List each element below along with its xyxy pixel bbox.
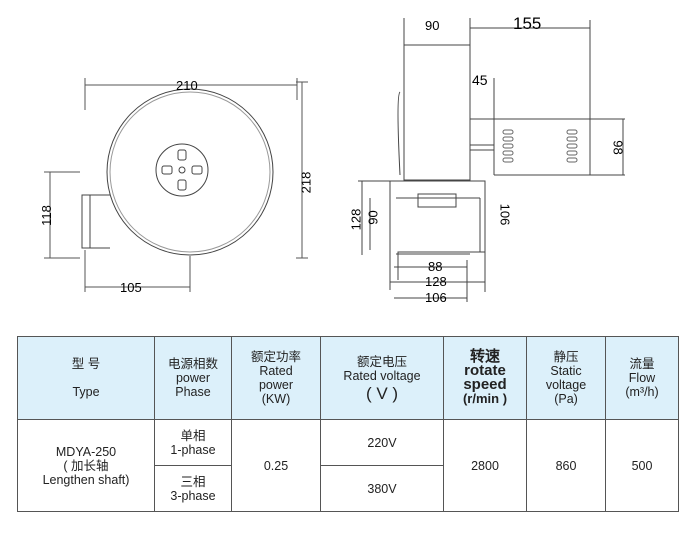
header-cn: 额定电压 xyxy=(356,355,407,369)
header-cn: 转速 xyxy=(469,348,500,365)
phase-cn: 三相 xyxy=(180,474,206,489)
phase-en: 1-phase xyxy=(170,442,216,457)
header-cn: 电源相数 xyxy=(167,357,218,371)
technical-drawing xyxy=(44,18,625,302)
header-unit: (Pa) xyxy=(554,392,578,406)
cell-power: 0.25 xyxy=(231,419,321,512)
model-note-cn: ( 加长轴 xyxy=(63,458,109,473)
header-en: rotate xyxy=(464,362,506,379)
cell-voltage-220: 220V xyxy=(320,419,444,466)
header-en: Type xyxy=(72,385,100,399)
dim-height: 218 xyxy=(298,171,314,194)
dim-motor-length: 155 xyxy=(513,14,542,33)
model-note-en: Lengthen shaft) xyxy=(42,472,130,487)
cell-static: 860 xyxy=(526,419,606,512)
cell-voltage-380: 380V xyxy=(320,465,444,512)
phase-cn: 单相 xyxy=(180,428,206,443)
dim-motor-height: 98 xyxy=(610,140,626,155)
header-type: 型 号 Type xyxy=(17,336,155,420)
header-cn: 流量 xyxy=(629,357,655,371)
hub-icon xyxy=(155,143,209,197)
dim-outlet-offset: 105 xyxy=(120,280,142,295)
cell-flow: 500 xyxy=(605,419,679,512)
front-view xyxy=(44,78,308,292)
phase-en: 3-phase xyxy=(170,488,216,503)
dim-base-h-outer: 128 xyxy=(348,208,364,231)
header-en: Phase xyxy=(175,385,211,399)
dim-shaft: 45 xyxy=(472,72,488,88)
model-name: MDYA-250 xyxy=(55,444,117,459)
dim-base-h-mid: 106 xyxy=(497,203,513,226)
cell-speed: 2800 xyxy=(443,419,527,512)
header-en: Rated voltage xyxy=(343,369,421,383)
dim-base-h-inner: 90 xyxy=(365,210,381,225)
dim-base-w-mid: 106 xyxy=(425,290,447,305)
header-en: Static xyxy=(550,364,582,378)
header-en: power xyxy=(175,371,211,385)
header-en: Rated xyxy=(259,364,293,378)
header-en: speed xyxy=(463,376,507,393)
side-view xyxy=(358,18,625,302)
dim-width: 210 xyxy=(176,78,198,93)
header-en: power xyxy=(258,378,294,392)
header-unit: ( V ) xyxy=(365,384,399,403)
dim-base-w-outer: 128 xyxy=(425,274,447,289)
header-unit: (r/min ) xyxy=(462,391,508,406)
header-cn: 额定功率 xyxy=(250,350,301,364)
header-unit: (m³/h) xyxy=(625,385,659,399)
header-en: voltage xyxy=(545,378,587,392)
dim-body-depth: 90 xyxy=(425,18,440,33)
header-cn: 静压 xyxy=(553,350,579,364)
header-en: Flow xyxy=(628,371,656,385)
header-cn: 型 号 xyxy=(71,357,101,371)
header-unit: (KW) xyxy=(261,392,291,406)
dim-base-w-inner: 88 xyxy=(428,259,443,274)
dim-outlet-height: 118 xyxy=(38,205,54,226)
